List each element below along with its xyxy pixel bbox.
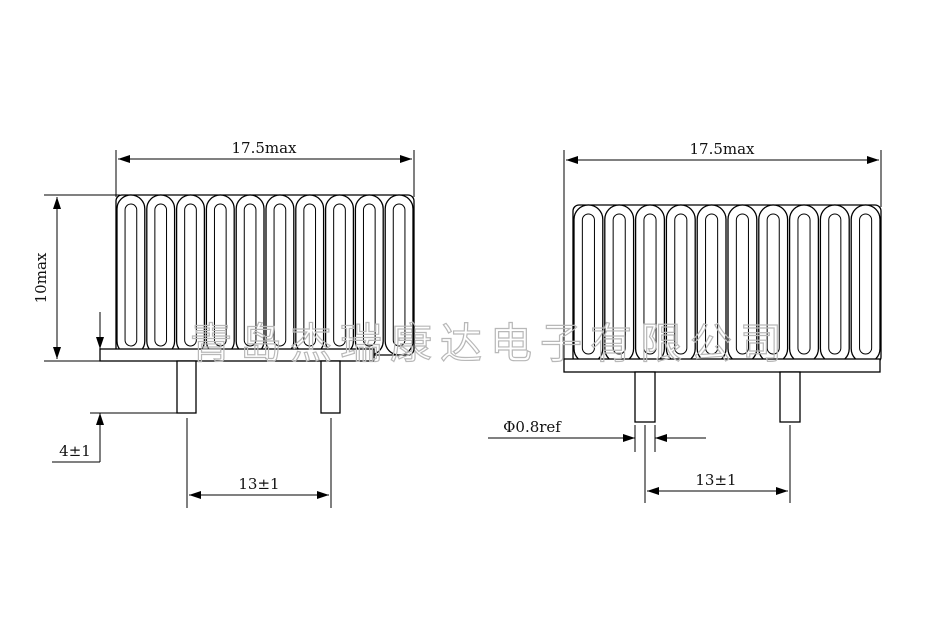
- left-winding-inner: [124, 203, 138, 347]
- right-width-dimension: 17.5max: [563, 140, 882, 360]
- left-winding-inner: [213, 203, 227, 347]
- left-base: [99, 348, 375, 362]
- left-lead-length-label: 4±1: [59, 442, 91, 460]
- right-winding: [850, 204, 881, 364]
- left-width-label: 17.5max: [231, 139, 297, 157]
- right-windings: [573, 204, 881, 364]
- right-lead-diameter-dimension: Φ0.8ref: [488, 418, 706, 452]
- right-winding-inner: [705, 213, 719, 355]
- right-winding-inner: [828, 213, 842, 355]
- left-winding-inner: [273, 203, 287, 347]
- left-winding-inner: [392, 203, 406, 347]
- right-lead-1: [634, 371, 656, 423]
- left-winding-inner: [184, 203, 197, 347]
- left-lead-1: [176, 360, 197, 414]
- right-view: 17.5max Φ0.8ref 13±1: [488, 140, 882, 503]
- right-winding-inner: [581, 213, 595, 355]
- left-coil-body: [115, 194, 415, 356]
- right-winding-inner: [643, 213, 657, 355]
- left-windings: [116, 194, 414, 356]
- right-winding: [788, 204, 820, 364]
- left-winding-inner: [303, 203, 317, 347]
- right-winding-inner: [735, 213, 749, 355]
- company-watermark: 青岛杰瑞康达电子有限公司: [190, 319, 790, 368]
- right-coil-body: [572, 204, 882, 364]
- left-winding-inner: [362, 203, 376, 347]
- right-pin-spacing-label: 13±1: [695, 471, 736, 489]
- left-height-dimension: 10max: [32, 194, 120, 362]
- left-winding-inner: [243, 203, 257, 347]
- right-winding-inner: [859, 213, 873, 355]
- left-lead-2: [320, 360, 341, 414]
- left-width-dimension: 17.5max: [115, 139, 415, 197]
- right-lead-diameter-label: Φ0.8ref: [503, 418, 562, 436]
- right-winding-inner: [674, 213, 688, 355]
- right-winding-inner: [797, 213, 811, 355]
- right-width-label: 17.5max: [689, 140, 755, 158]
- left-lead-length-dimension: 4±1: [52, 312, 177, 463]
- left-pin-spacing-label: 13±1: [238, 475, 279, 493]
- right-lead-2: [779, 371, 801, 423]
- left-winding: [116, 194, 146, 356]
- left-winding-inner: [333, 203, 346, 347]
- left-pin-spacing-dimension: 13±1: [186, 418, 332, 508]
- left-winding-inner: [154, 203, 168, 347]
- left-height-label: 10max: [32, 252, 50, 303]
- left-view: 17.5max 10max 4±1 13±1: [32, 139, 415, 508]
- right-winding-inner: [612, 213, 626, 355]
- right-pin-spacing-dimension: 13±1: [644, 425, 791, 503]
- left-winding: [146, 194, 176, 356]
- left-winding: [384, 194, 414, 356]
- right-winding: [819, 204, 850, 364]
- right-base: [563, 358, 881, 373]
- right-winding-inner: [766, 213, 780, 355]
